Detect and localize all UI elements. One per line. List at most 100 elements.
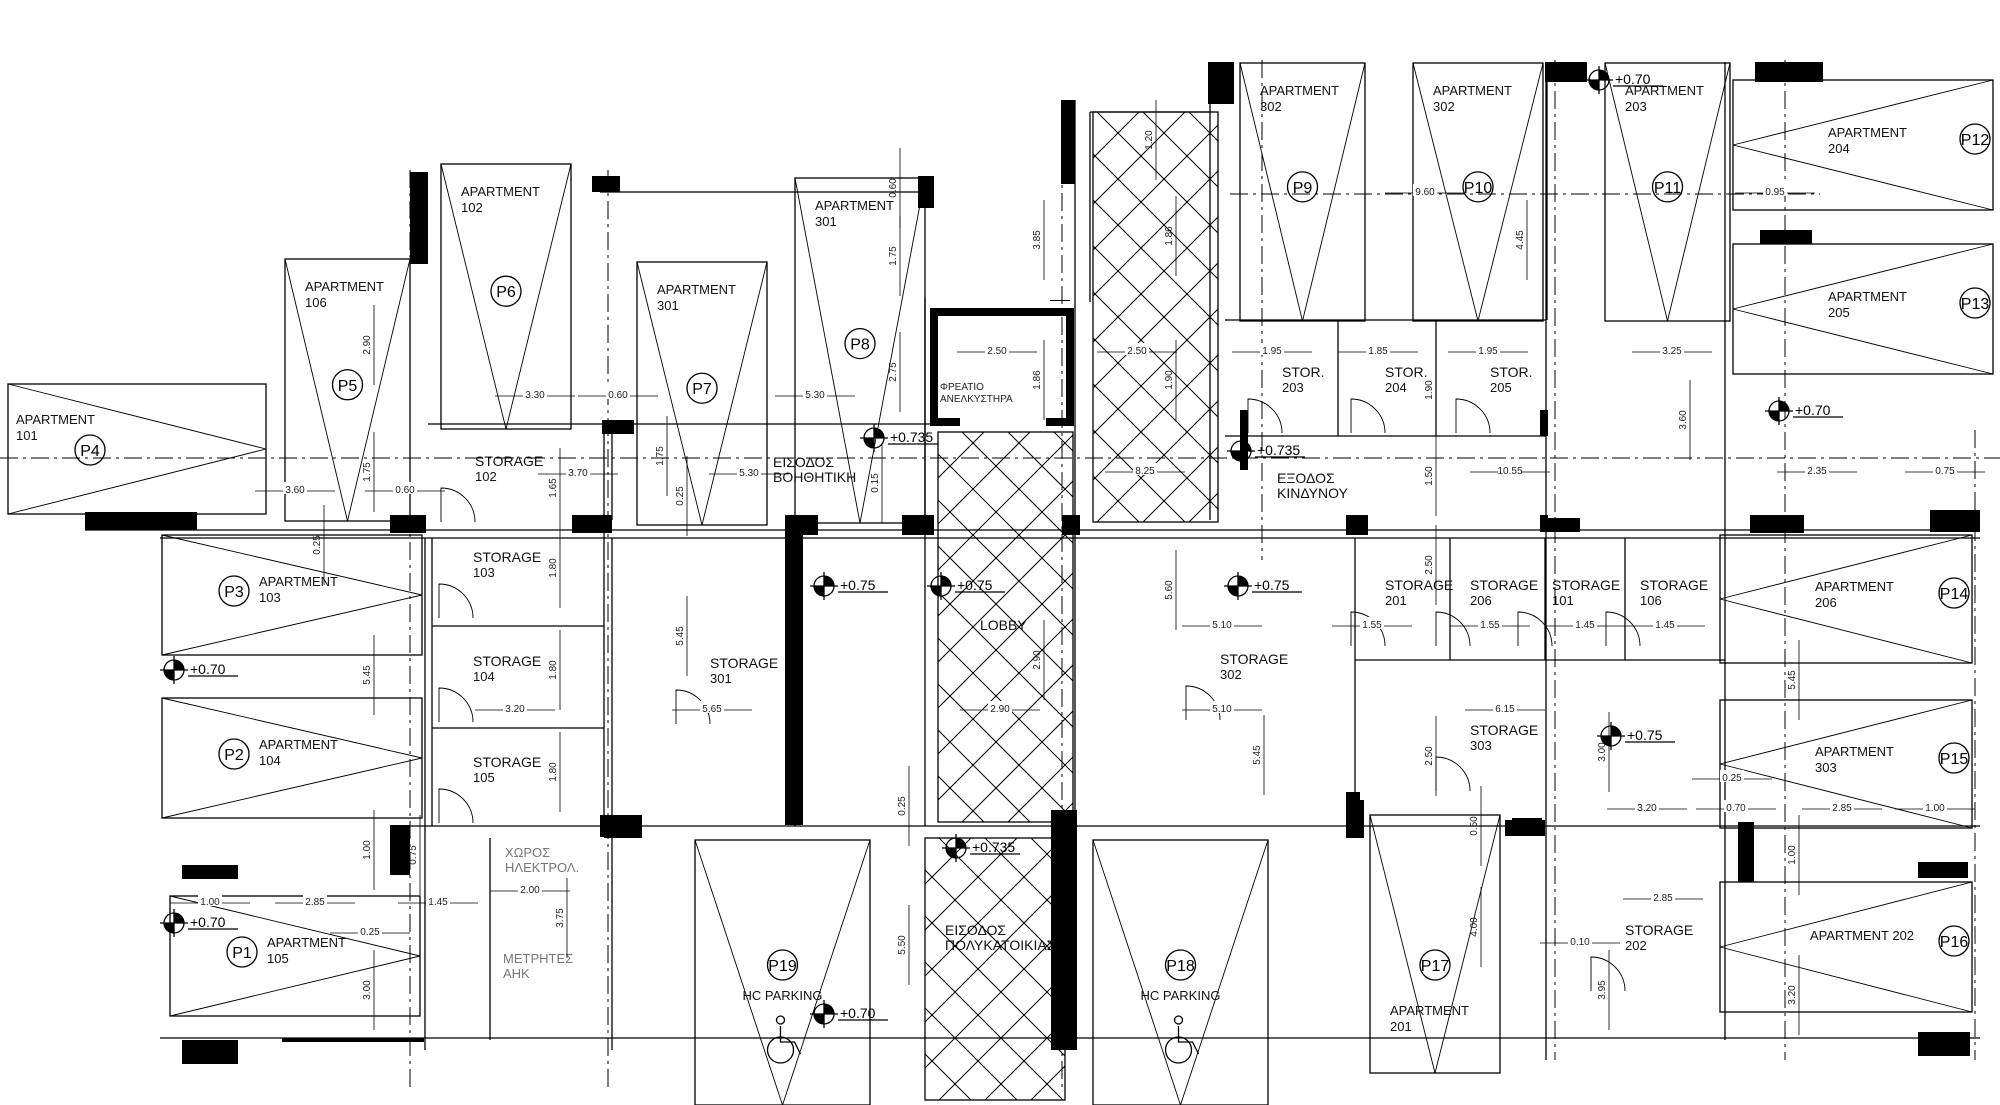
dimension-value: 0.25	[675, 486, 686, 506]
dimension-value: 5.30	[739, 468, 759, 479]
parking-number-marker	[218, 575, 250, 607]
parking-number: P11	[1654, 180, 1681, 197]
door-swing	[1435, 611, 1471, 647]
storage-number: 303	[1470, 738, 1492, 753]
storage-room: STOR.205	[1455, 364, 1533, 434]
dimension-vertical: 1.90	[1164, 340, 1177, 420]
dimension-vertical: 4.00	[1469, 887, 1482, 967]
dimension-vertical: 0.50	[1469, 786, 1482, 866]
dimension-value: 0.10	[1570, 937, 1590, 948]
level-value: +0.75	[957, 577, 993, 593]
parking-number-marker	[1286, 171, 1319, 203]
dimension-value: 5.45	[1787, 670, 1798, 690]
storage-number: 106	[1640, 593, 1662, 608]
room-label: ΠΟΛΥΚΑΤΟΙΚΙΑΣ	[945, 937, 1056, 953]
dimension-vertical: 1.86	[1032, 340, 1045, 420]
dimension-horizontal: 1.45	[1625, 617, 1705, 631]
dimension-vertical: 2.75	[888, 332, 901, 412]
dimension-value: 2.90	[1032, 650, 1043, 670]
storage-number: 102	[475, 469, 497, 484]
dimension-value: 3.20	[1787, 985, 1798, 1005]
dimension-value: 0.60	[888, 178, 899, 198]
storage-room: STOR.203	[1247, 364, 1325, 434]
level-value: +0.70	[190, 661, 226, 677]
parking-number-marker	[1651, 171, 1684, 203]
dimension-vertical: 1.80	[548, 630, 561, 710]
dimension-value: 5.45	[675, 626, 686, 646]
dimension-value: 3.60	[1678, 410, 1689, 430]
dimension-value: 0.15	[870, 473, 881, 493]
parking-number: P1	[232, 945, 252, 962]
storage-name: STORAGE	[710, 655, 778, 671]
dimension-horizontal: 1.55	[1332, 617, 1412, 631]
parking-number-marker	[766, 949, 799, 981]
level-value: +0.75	[1627, 727, 1663, 743]
parking-apartment-label: APARTMENT	[1815, 579, 1894, 594]
parking-apartment-label: APARTMENT	[1390, 1003, 1469, 1018]
storage-number: 105	[473, 770, 495, 785]
parking-unit-label: 302	[1260, 99, 1282, 114]
parking-apartment-label: APARTMENT	[267, 935, 346, 950]
parking-unit-label: 101	[16, 428, 38, 443]
dimension-value: 1.75	[888, 246, 899, 266]
dimension-vertical: 3.20	[1787, 955, 1800, 1035]
storage-number: 302	[1220, 667, 1242, 682]
door-swing	[1435, 756, 1471, 792]
level-markers: +0.70+0.70+0.70+0.70+0.70+0.735+0.735+0.…	[160, 66, 1843, 1028]
dimension-vertical: 3.60	[1678, 380, 1691, 460]
level-value: +0.735	[1257, 442, 1300, 458]
dimension-horizontal: 6.15	[1465, 701, 1545, 715]
room-labels: STORAGE102STORAGE103STORAGE104STORAGE105…	[438, 364, 1708, 992]
level-marker: +0.75	[810, 572, 888, 600]
dimension-value: 1.95	[1478, 346, 1498, 357]
room-label: ΑΗΚ	[503, 966, 530, 981]
parking-number-marker	[1164, 949, 1197, 981]
dimension-horizontal: 3.30	[495, 387, 575, 401]
door-swing	[1517, 611, 1553, 647]
wheelchair-icon	[779, 1026, 802, 1055]
dimension-value: 1.86	[1164, 226, 1175, 246]
parking-number-marker	[331, 369, 364, 401]
level-marker: +0.70	[160, 909, 238, 937]
dimension-value: 1.55	[1362, 620, 1382, 631]
storage-number: 204	[1385, 380, 1407, 395]
dimension-value: 1.00	[200, 897, 220, 908]
parking-number: P2	[224, 747, 244, 764]
parking-apartment-label: APARTMENT	[1433, 83, 1512, 98]
parking-number: P16	[1940, 934, 1969, 951]
dimension-vertical: 5.45	[362, 635, 375, 715]
dimension-value: 1.80	[548, 660, 559, 680]
storage-name: STOR.	[1385, 364, 1428, 380]
room-label: ΜΕΤΡΗΤΕΣ	[503, 951, 573, 966]
room-label: ΧΩΡΟΣ	[505, 845, 550, 860]
dimension-value: 2.90	[362, 335, 373, 355]
parking-number: P6	[496, 284, 516, 301]
dimension-vertical: 5.45	[675, 596, 688, 676]
dimension-value: 1.85	[1368, 346, 1388, 357]
parking-unit-label: 301	[657, 298, 679, 313]
parking-number: P3	[224, 584, 244, 601]
level-value: +0.735	[972, 839, 1015, 855]
storage-number: 104	[473, 669, 495, 684]
dimension-vertical: 2.50	[1424, 525, 1437, 605]
outlines	[85, 62, 1980, 1060]
dimension-horizontal: 5.30	[775, 387, 855, 401]
dimension-value: 10.55	[1497, 466, 1522, 477]
dimension-horizontal: 2.50	[957, 343, 1037, 357]
dimension-vertical: 1.65	[548, 448, 561, 528]
dimension-value: 5.50	[897, 935, 908, 955]
dimension-horizontal: 8.25	[1105, 463, 1185, 477]
level-marker: +0.70	[160, 656, 238, 684]
